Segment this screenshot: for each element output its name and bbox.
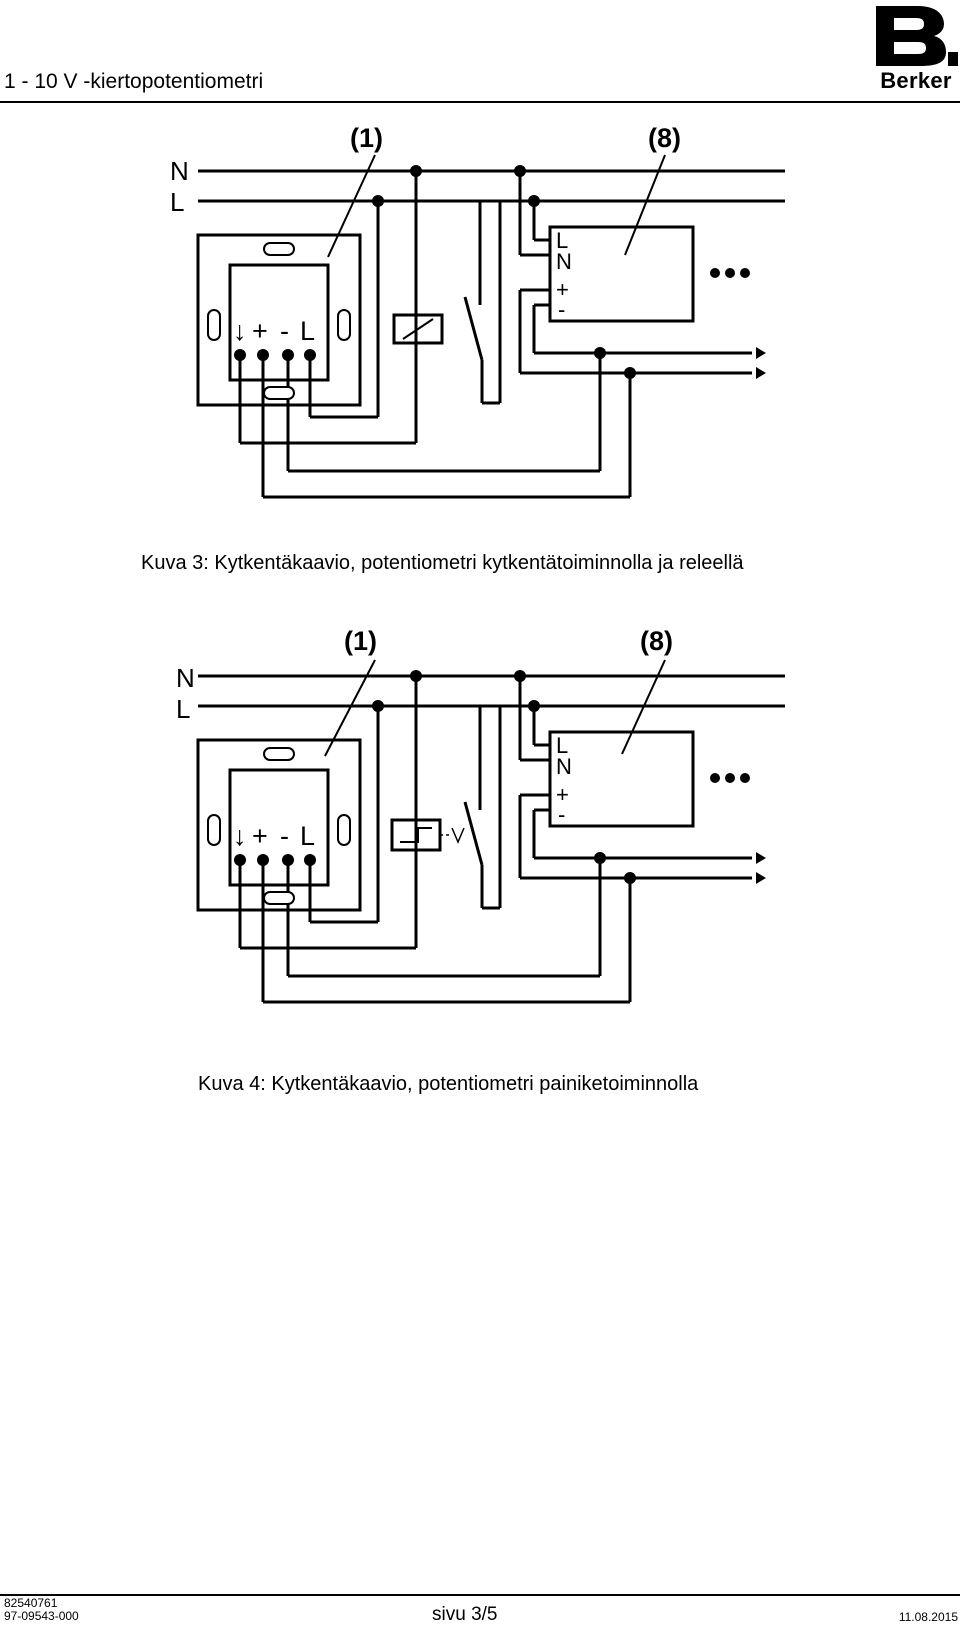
load-terminal-minus: -: [558, 802, 565, 827]
load-terminal-plus: +: [556, 782, 569, 807]
terminal-label-l: L: [300, 821, 315, 851]
load-terminal-plus: +: [556, 277, 569, 302]
conductor-n-label: N: [176, 663, 195, 693]
load-terminal-l: L: [556, 733, 568, 758]
terminal-label-minus: -: [280, 316, 289, 346]
callout-8-label: (8): [648, 125, 681, 153]
figure-3-caption: Kuva 3: Kytkentäkaavio, potentiometri ky…: [141, 552, 744, 574]
callout-1-label: (1): [344, 630, 377, 656]
figure-4-caption: Kuva 4: Kytkentäkaavio, potentiometri pa…: [198, 1073, 699, 1095]
berker-logo: Berker: [874, 2, 958, 96]
berker-b-mark-icon: [876, 6, 958, 66]
page-header-title: 1 - 10 V -kiertopotentiometri: [4, 70, 264, 93]
document-number: 82540761 97-09543-000: [4, 1597, 79, 1623]
terminal-label-arrow: ↓: [233, 316, 247, 346]
load-terminal-minus: -: [558, 297, 565, 322]
callout-8-label: (8): [640, 630, 673, 656]
terminal-label-arrow: ↓: [233, 821, 247, 851]
header-rule: [0, 101, 960, 103]
figure-3-wiring-diagram: N L (1) (8) ↓ + - L L N + -: [160, 125, 800, 525]
figure-4-wiring-diagram: N L (1) (8) ↓ + - L L N + -: [160, 630, 800, 1030]
terminal-label-plus: +: [252, 821, 268, 851]
load-terminal-l: L: [556, 228, 568, 253]
document-number-line-1: 82540761: [4, 1596, 58, 1610]
callout-1-label: (1): [350, 125, 383, 153]
page-number: sivu 3/5: [432, 1604, 498, 1625]
document-date: 11.08.2015: [898, 1610, 958, 1624]
document-number-line-2: 97-09543-000: [4, 1609, 79, 1623]
terminal-label-l: L: [300, 316, 315, 346]
conductor-l-label: L: [176, 694, 190, 724]
terminal-label-minus: -: [280, 821, 289, 851]
load-terminal-n: N: [556, 249, 572, 274]
berker-wordmark: Berker: [880, 68, 952, 93]
load-terminal-n: N: [556, 754, 572, 779]
conductor-n-label: N: [170, 156, 189, 186]
footer-rule: [0, 1594, 960, 1596]
conductor-l-label: L: [170, 187, 184, 217]
terminal-label-plus: +: [252, 316, 268, 346]
